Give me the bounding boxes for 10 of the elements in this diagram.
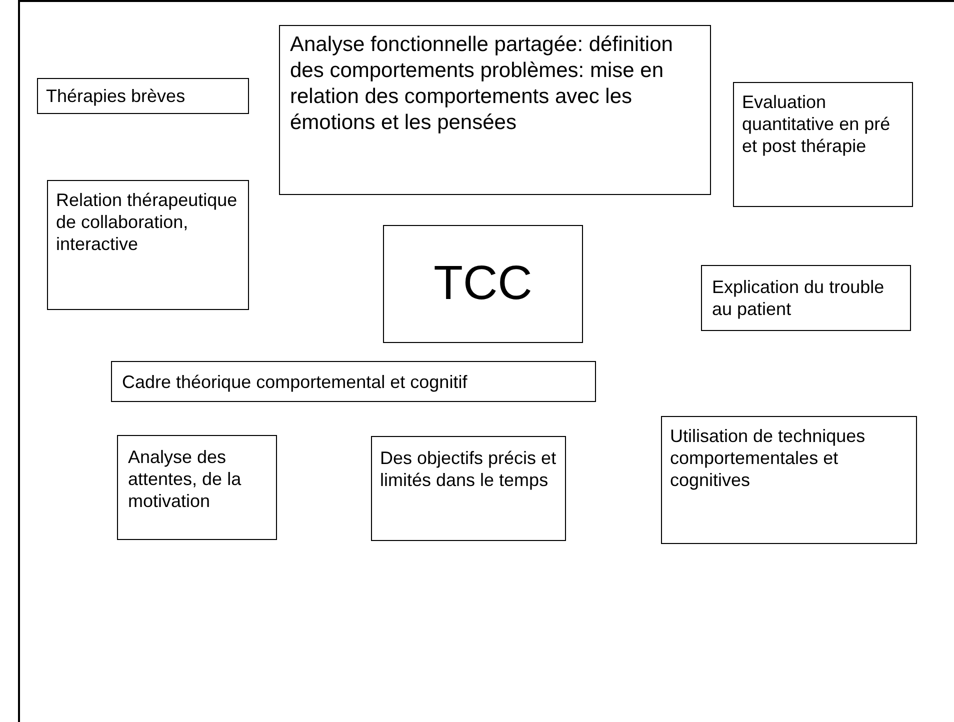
text-box: Relation thérapeutique de collaboration, interactive <box>47 180 249 310</box>
text-box: Thérapies brèves <box>37 78 249 114</box>
text-box: Analyse des attentes, de la motivation <box>117 435 277 540</box>
text-box: Cadre théorique comportemental et cognitif <box>111 361 596 402</box>
text-box: Explication du trouble au patient <box>701 265 911 331</box>
text-box: Evaluation quantitative en pré et post thérapie <box>733 82 913 207</box>
text-box: Analyse fonctionnelle partagée: définition des comportements problèmes: mise en relation des comportements avec les émotions et les pensées <box>279 25 711 195</box>
text-box: Utilisation de techniques comportementales et cognitives <box>661 416 917 544</box>
text-box: TCC <box>383 225 583 343</box>
text-box: Des objectifs précis et limités dans le temps <box>371 436 566 541</box>
